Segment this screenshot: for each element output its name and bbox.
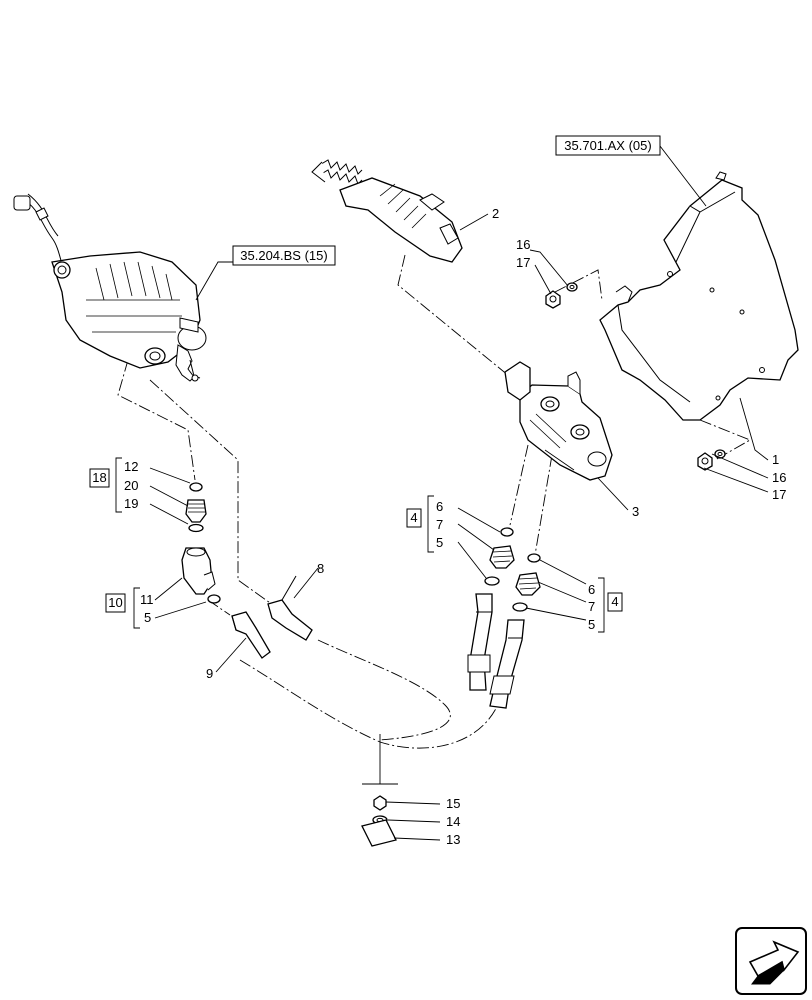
- mounting-bracket-part-1: [599, 171, 799, 421]
- left-fitting-stack: [181, 482, 313, 659]
- group-label-10[interactable]: 10: [105, 593, 126, 613]
- callout-19: 19: [124, 496, 138, 511]
- callout-14: 14: [446, 814, 460, 829]
- callout-15: 15: [446, 796, 460, 811]
- callout-6-right: 6: [588, 582, 595, 597]
- group-text-10: 10: [108, 595, 122, 610]
- hose-clamp-assembly: [361, 734, 398, 847]
- callout-9: 9: [206, 666, 213, 681]
- seal-19: [188, 523, 204, 533]
- reference-text-bracket: 35.701.AX (05): [564, 138, 651, 153]
- next-page-arrow-icon[interactable]: [735, 927, 807, 995]
- group-label-4-right[interactable]: 4: [607, 592, 623, 612]
- callout-7-right: 7: [588, 599, 595, 614]
- callout-13: 13: [446, 832, 460, 847]
- callout-17-top: 17: [516, 255, 530, 270]
- adapter-20: [185, 499, 207, 523]
- hose-fittings-right-pair: [489, 553, 541, 709]
- callout-11: 11: [140, 592, 154, 607]
- callout-3: 3: [632, 504, 639, 519]
- hose-end-9: [231, 611, 271, 659]
- reference-label-bracket[interactable]: 35.701.AX (05): [555, 135, 661, 156]
- reference-text-valve: 35.204.BS (15): [240, 248, 327, 263]
- group-text-4-left: 4: [410, 510, 417, 525]
- nut-washer-top: [545, 282, 578, 309]
- o-ring-5-left: [207, 594, 221, 604]
- group-label-18[interactable]: 18: [89, 468, 110, 488]
- callout-2: 2: [492, 206, 499, 221]
- nut-washer-bottom: [697, 449, 726, 471]
- callout-12: 12: [124, 459, 138, 474]
- callout-numbers: 2 3 1 16 17 16 17 12 20 19 11 5 9 8 6 7 …: [124, 206, 786, 847]
- control-valve-assembly: [13, 193, 207, 382]
- callout-8: 8: [317, 561, 324, 576]
- leader-lines: [149, 145, 769, 841]
- callout-5-left: 5: [144, 610, 151, 625]
- callout-5-right: 5: [588, 617, 595, 632]
- manifold-block-part-3: [504, 361, 613, 481]
- hose-fittings-left-pair: [467, 527, 515, 691]
- elbow-11: [181, 547, 213, 595]
- callout-16-top: 16: [516, 237, 530, 252]
- group-text-18: 18: [92, 470, 106, 485]
- callout-17-bottom: 17: [772, 487, 786, 502]
- callout-16-bottom: 16: [772, 470, 786, 485]
- valve-cover-part-2: [311, 159, 463, 263]
- callout-7-left: 7: [436, 517, 443, 532]
- callout-20: 20: [124, 478, 138, 493]
- o-ring-12: [189, 482, 203, 492]
- callout-5-mid: 5: [436, 535, 443, 550]
- callout-1: 1: [772, 452, 779, 467]
- callout-6-left: 6: [436, 499, 443, 514]
- group-brackets: [115, 457, 605, 633]
- group-label-4-left[interactable]: 4: [406, 508, 422, 528]
- hose-end-8: [267, 599, 313, 641]
- group-text-4-right: 4: [611, 594, 618, 609]
- reference-label-valve[interactable]: 35.204.BS (15): [232, 245, 336, 266]
